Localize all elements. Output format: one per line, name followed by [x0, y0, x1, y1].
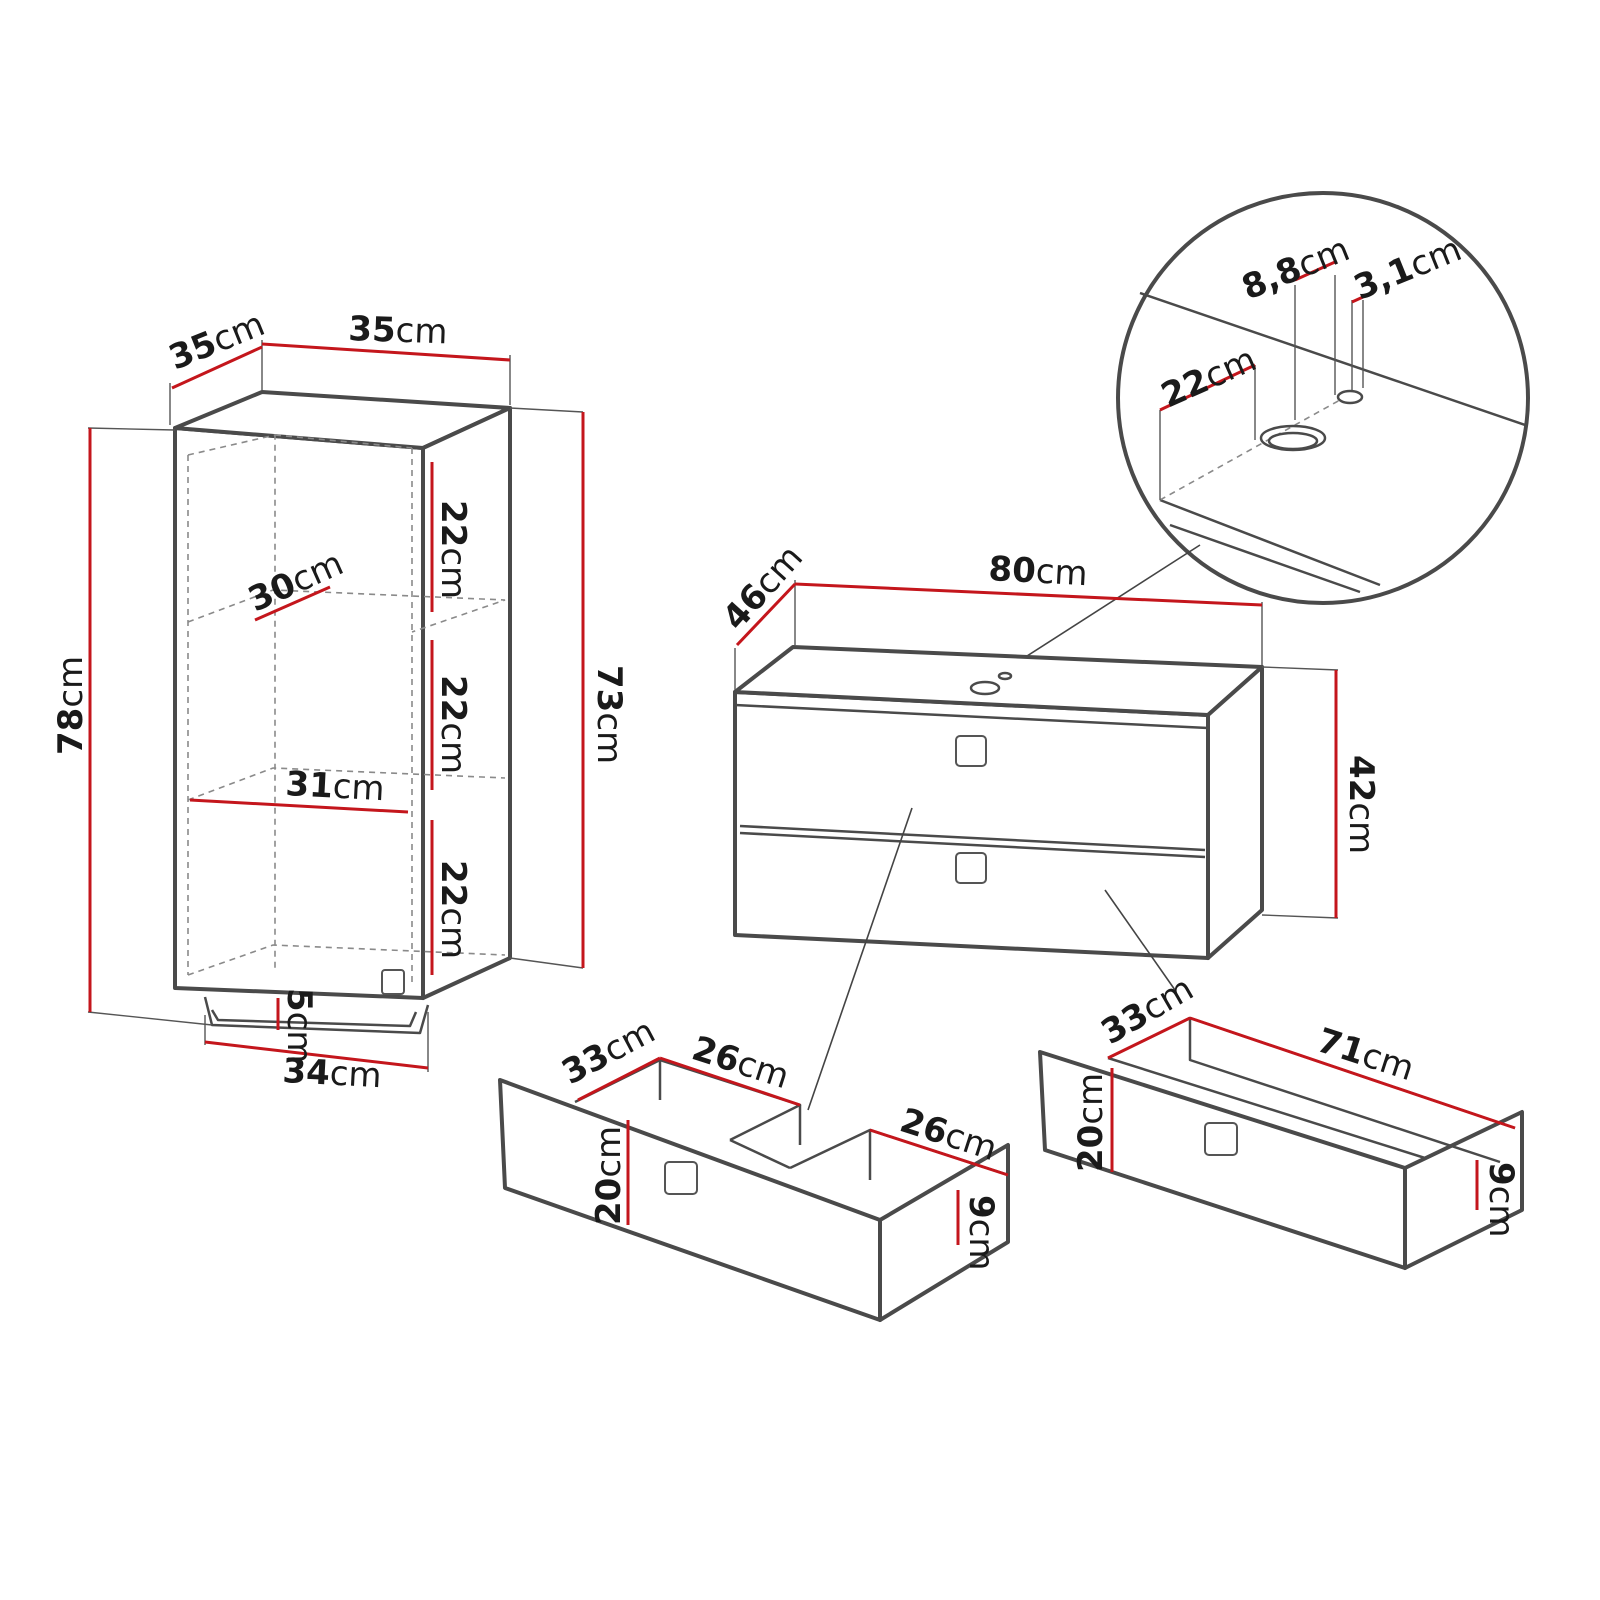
- dim-line-cabinet-depth: [171, 345, 263, 390]
- dim-line-full-drawer-depth: [1107, 1016, 1191, 1060]
- dim-line-hole-large: [1294, 260, 1336, 282]
- full-drawer-side: [1403, 1110, 1524, 1270]
- full-drawer-knob: [1204, 1122, 1238, 1156]
- label-cabinet-width: 35cm: [348, 309, 448, 352]
- dim-line-u-drawer-depth: [577, 1056, 661, 1102]
- label-cabinet-height-body: 73cm: [589, 665, 629, 764]
- dim-line-hole-offset: [1159, 363, 1256, 412]
- full-drawer-box-front: [1107, 1056, 1426, 1160]
- label-u-drawer-front-height: 20cm: [589, 1126, 629, 1225]
- cabinet-leg-frame-inner: [210, 1009, 418, 1028]
- label-shelf-gap-3: 22cm: [433, 860, 473, 959]
- label-u-drawer-right-width: 26cm: [895, 1101, 1002, 1170]
- full-drawer: 33cm 71cm 20cm 9cm: [1038, 969, 1524, 1270]
- detail-hole-large-inner: [1267, 431, 1319, 451]
- dim-line-shelf-depth: [254, 585, 331, 622]
- label-shelf-gap-1: 22cm: [433, 500, 473, 599]
- dim-line-base-width: [204, 1040, 429, 1070]
- detail-front-edge: [1159, 498, 1381, 587]
- vanity-drawer-split-2: [739, 831, 1206, 859]
- label-vanity-width: 80cm: [988, 549, 1089, 594]
- label-base-width: 34cm: [282, 1051, 383, 1096]
- vanity-hole-small: [997, 671, 1013, 681]
- label-u-drawer-depth: 33cm: [555, 1011, 661, 1093]
- dim-line-vanity-width: [794, 582, 1263, 607]
- vanity-knob-top: [955, 735, 987, 767]
- vanity-leader-top-drawer: [807, 807, 913, 1111]
- cabinet-shelf-bottom: [187, 944, 506, 976]
- ext-line: [509, 407, 584, 413]
- detail-top-edge: [1139, 291, 1526, 427]
- label-leg-height: 5cm: [279, 988, 319, 1064]
- cabinet-knob: [381, 969, 405, 995]
- ext-line: [87, 427, 176, 431]
- label-vanity-height: 42cm: [1341, 755, 1381, 854]
- cabinet-shelf-2: [187, 767, 506, 801]
- label-shelf-gap-2: 22cm: [433, 675, 473, 774]
- label-full-drawer-side-height: 9cm: [1481, 1162, 1521, 1238]
- ext-line: [1261, 666, 1339, 671]
- label-u-drawer-side-height: 9cm: [961, 1195, 1001, 1271]
- u-drawer-notch: [729, 1138, 791, 1170]
- dim-line-shelf-width: [189, 798, 409, 814]
- dim-line-full-drawer-width: [1189, 1016, 1516, 1130]
- label-shelf-width: 31cm: [285, 764, 386, 809]
- dim-line-vanity-depth: [735, 582, 797, 647]
- vanity-knob-bottom: [955, 852, 987, 884]
- u-drawer-front: [498, 1078, 882, 1322]
- ext-line: [509, 957, 584, 969]
- dim-line-u-drawer-left-width: [659, 1056, 801, 1107]
- vanity-hole: [969, 680, 1001, 696]
- cabinet-shelf-1: [187, 589, 506, 633]
- ext-line: [1261, 914, 1339, 919]
- u-drawer-side: [878, 1143, 1010, 1322]
- vanity-unit: 46cm 80cm 42cm: [715, 538, 1381, 1111]
- vanity-front-face: [733, 690, 1210, 960]
- dim-line-hole-small: [1351, 295, 1364, 304]
- tall-cabinet: 35cm 35cm 78cm 73cm 22cm 22cm 22cm 30cm …: [51, 304, 629, 1096]
- vanity-top-edge: [734, 703, 1209, 730]
- dim-line-u-drawer-right-width: [869, 1128, 1009, 1177]
- cabinet-leg-frame: [203, 996, 430, 1035]
- ext-line: [87, 1011, 213, 1026]
- label-full-drawer-front-height: 20cm: [1071, 1073, 1111, 1172]
- vanity-side-face: [1206, 665, 1264, 960]
- vanity-leader-bottom-drawer: [1104, 889, 1176, 991]
- cabinet-hidden-back-top: [274, 434, 413, 449]
- sink-hole-detail: 8,8cm 3,1cm 22cm: [984, 191, 1530, 684]
- detail-hole-small: [1336, 389, 1364, 405]
- cabinet-front-face: [173, 426, 425, 1000]
- detail-front-edge-2: [1169, 523, 1361, 594]
- label-vanity-depth: 46cm: [715, 538, 811, 638]
- u-drawer-knob: [664, 1161, 698, 1195]
- vanity-drawer-split: [739, 824, 1206, 852]
- dim-line-cabinet-width: [261, 342, 511, 362]
- detail-circle: [1116, 191, 1530, 605]
- u-drawer: 33cm 26cm 26cm 20cm 9cm: [498, 1011, 1010, 1322]
- label-cabinet-height-total: 78cm: [51, 656, 91, 755]
- detail-hidden-line: [1159, 399, 1341, 501]
- full-drawer-box-back: [1188, 1018, 1501, 1164]
